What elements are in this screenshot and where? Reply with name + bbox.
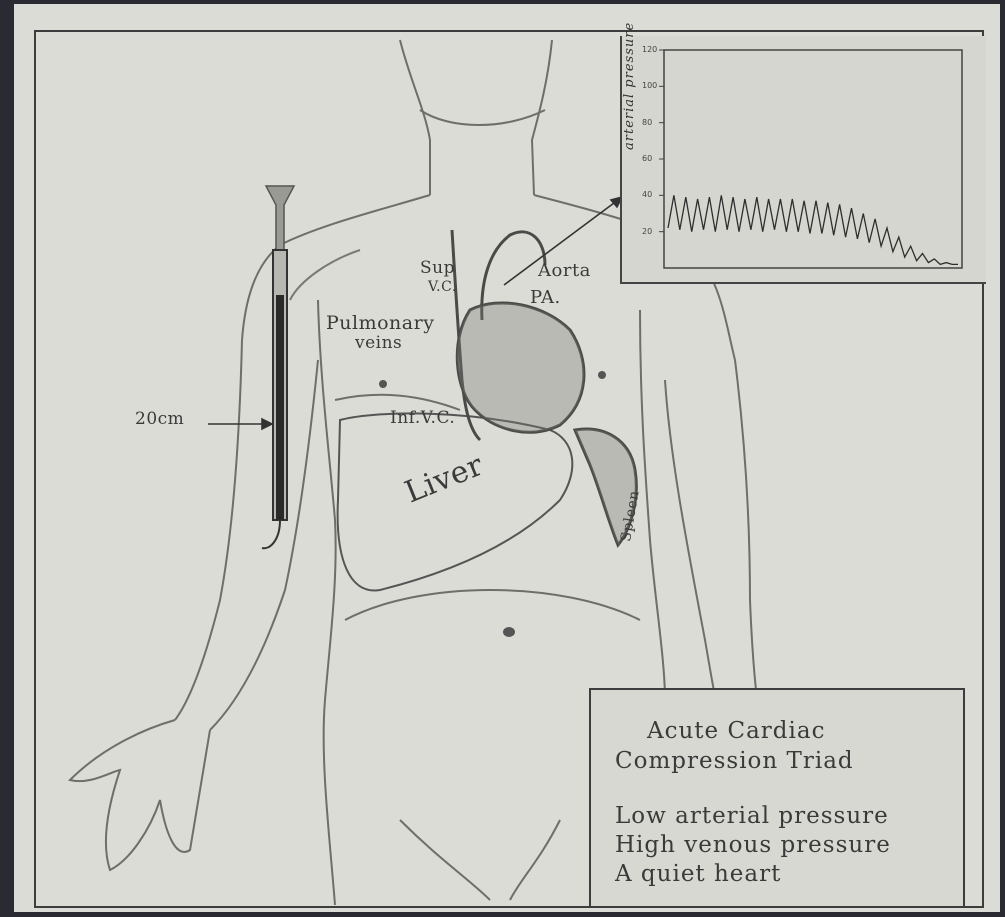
- triad-box: Acute Cardiac Compression Triad Low arte…: [589, 688, 965, 908]
- label-inf-vc: Inf.V.C.: [390, 408, 455, 428]
- graph-y-axis-label: arterial pressure: [622, 22, 637, 150]
- label-aorta: Aorta: [538, 260, 591, 281]
- y-tick-label: 120: [642, 45, 657, 54]
- y-tick-label: 20: [642, 227, 652, 236]
- label-pulmonary-veins-1: Pulmonary: [326, 312, 434, 334]
- triad-heading-2: Compression Triad: [615, 748, 854, 774]
- triad-item-high-venous-pressure: High venous pressure: [615, 832, 891, 858]
- label-sup-vc-2: V.C.: [428, 279, 457, 295]
- label-pa: PA.: [530, 287, 561, 308]
- triad-item-low-arterial-pressure: Low arterial pressure: [615, 803, 889, 829]
- triad-item-quiet-heart: A quiet heart: [615, 861, 781, 887]
- label-20cm: 20cm: [135, 409, 184, 429]
- y-tick-label: 100: [642, 81, 657, 90]
- label-pulmonary-veins-2: veins: [355, 333, 402, 353]
- triad-heading-1: Acute Cardiac: [647, 718, 825, 744]
- label-sup-vc-1: Sup: [420, 258, 455, 278]
- y-tick-label: 80: [642, 118, 652, 127]
- y-tick-label: 60: [642, 154, 652, 163]
- arterial-pressure-graph: [620, 36, 986, 284]
- y-tick-label: 40: [642, 190, 652, 199]
